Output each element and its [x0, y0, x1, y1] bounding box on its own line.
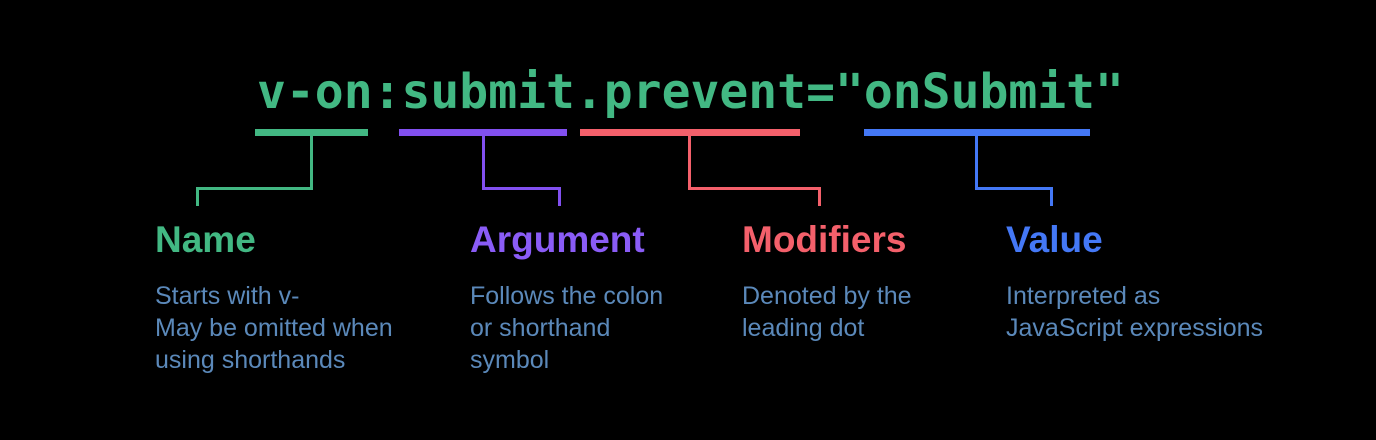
- description-line: May be omitted when: [155, 314, 393, 342]
- part-label: Name: [155, 219, 256, 260]
- value-underline-bar: [864, 129, 1090, 136]
- value-connector-horizontal: [975, 187, 1053, 190]
- part-description: Denoted by the leading dot: [742, 280, 912, 344]
- argument-connector-stub: [558, 187, 561, 206]
- name-connector-vertical: [310, 136, 313, 190]
- description-line: JavaScript expressions: [1006, 314, 1264, 342]
- code-expression: v-on:submit.prevent="onSubmit": [257, 64, 1124, 120]
- name-underline-bar: [255, 129, 368, 136]
- part-description: Starts with v- May be omitted when using…: [155, 280, 393, 376]
- value-connector-stub: [1050, 187, 1053, 206]
- modifiers-underline-bar: [580, 129, 800, 136]
- description-line: Follows the colon: [470, 282, 664, 310]
- description-line: symbol: [470, 346, 550, 374]
- name-connector-stub: [196, 187, 199, 206]
- description-line: leading dot: [742, 314, 865, 342]
- name-connector-horizontal: [196, 187, 313, 190]
- description-line: or shorthand: [470, 314, 611, 342]
- part-description: Follows the colon or shorthand symbol: [470, 280, 663, 376]
- modifiers-connector-stub: [818, 187, 821, 206]
- modifiers-connector-vertical: [688, 136, 691, 190]
- argument-connector-horizontal: [482, 187, 561, 190]
- description-line: Starts with v-: [155, 282, 300, 310]
- description-line: using shorthands: [155, 346, 346, 374]
- part-description: Interpreted as JavaScript expressions: [1006, 280, 1263, 344]
- part-label: Argument: [470, 219, 645, 260]
- argument-underline-bar: [399, 129, 567, 136]
- value-connector-vertical: [975, 136, 978, 190]
- description-line: Interpreted as: [1006, 282, 1161, 310]
- argument-connector-vertical: [482, 136, 485, 190]
- modifiers-connector-horizontal: [688, 187, 821, 190]
- part-label: Value: [1006, 219, 1103, 260]
- description-line: Denoted by the: [742, 282, 912, 310]
- part-label: Modifiers: [742, 219, 907, 260]
